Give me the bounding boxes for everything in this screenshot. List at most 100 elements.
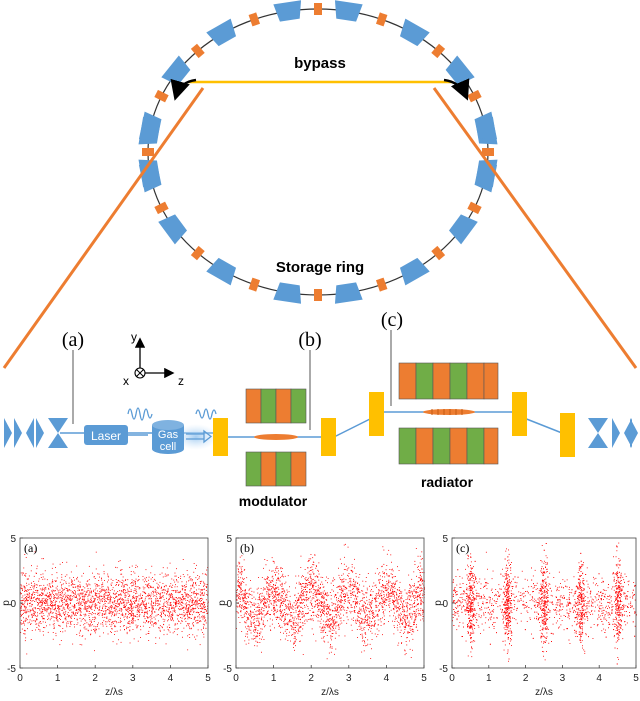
projection-line-right <box>432 87 638 369</box>
panel-label: (a) <box>24 541 37 555</box>
callout-label-c: (c) <box>381 309 403 331</box>
laser-pulse-icon <box>195 408 217 420</box>
axis-label-y: y <box>131 330 137 344</box>
ring-dipole-magnet <box>273 282 302 304</box>
storage-ring-label: Storage ring <box>276 259 364 276</box>
x-tick-label: 5 <box>421 673 427 684</box>
x-tick-label: 2 <box>523 673 529 684</box>
panel-label: (b) <box>240 541 254 555</box>
ring-corrector-magnet <box>248 277 261 292</box>
x-tick-label: 1 <box>55 673 61 684</box>
axis-label-x: x <box>123 374 129 388</box>
dipole-magnet <box>369 392 384 436</box>
dipole-magnet <box>321 418 336 456</box>
callout-label-a: (a) <box>62 329 84 351</box>
laser-box <box>84 425 128 445</box>
x-tick-label: 0 <box>233 673 239 684</box>
bypass-arrow-right <box>443 78 470 101</box>
ring-dipole-magnet <box>334 282 363 304</box>
x-tick-label: 5 <box>205 673 211 684</box>
ring-dipole-magnet <box>158 214 187 245</box>
x-tick-label: 4 <box>168 673 174 684</box>
laser-label: Laser <box>91 429 121 443</box>
ring-dipole-magnet <box>161 55 191 86</box>
x-tick-label: 3 <box>130 673 136 684</box>
x-tick-label: 1 <box>486 673 492 684</box>
electron-bunch <box>254 434 298 440</box>
projection-line-left <box>2 87 205 369</box>
y-axis-label: p <box>1 600 12 606</box>
modulator-label: modulator <box>239 493 308 509</box>
x-axis-label: z/λs <box>105 687 123 698</box>
dipole-magnet <box>512 392 527 436</box>
storage-ring <box>138 0 498 304</box>
ring-dipole-magnet <box>206 18 237 47</box>
ring-corrector-magnet <box>431 43 446 59</box>
magnet-triangle <box>630 418 638 448</box>
ring-dipole-magnet <box>449 214 478 245</box>
y-tick-label: -5 <box>439 664 448 675</box>
right-magnet-array <box>588 418 638 448</box>
radiator-undulator <box>398 362 499 465</box>
x-tick-label: 2 <box>308 673 314 684</box>
beam-pipe-segment <box>333 417 373 438</box>
ring-dipole-magnet <box>273 0 302 22</box>
ring-corrector-magnet <box>190 245 205 261</box>
ring-corrector-magnet <box>467 89 482 103</box>
y-tick-label: 5 <box>226 534 232 545</box>
ring-dipole-magnet <box>474 111 498 140</box>
dipole-magnet <box>560 413 575 457</box>
x-tick-label: 4 <box>596 673 602 684</box>
ring-corrector-magnet <box>314 289 322 301</box>
laser-glow <box>174 424 218 450</box>
x-tick-label: 5 <box>633 673 639 684</box>
magnet-triangle <box>612 418 620 448</box>
axis-label-z: z <box>178 374 184 388</box>
x-tick-label: 3 <box>346 673 352 684</box>
ring-corrector-magnet <box>142 148 154 156</box>
magnet-triangle <box>36 418 44 448</box>
magnet-triangle <box>48 418 68 448</box>
cell-label: cell <box>160 441 177 453</box>
ring-dipole-magnet <box>334 0 363 22</box>
modulator-undulator <box>245 388 307 487</box>
ring-dipole-magnet <box>138 111 162 140</box>
ring-corrector-magnet <box>375 277 388 292</box>
ring-corrector-magnet <box>154 89 169 103</box>
dipole-magnet <box>213 418 228 456</box>
y-tick-label: 0 <box>226 599 232 610</box>
x-tick-label: 0 <box>449 673 455 684</box>
plot-frame <box>19 537 209 669</box>
ring-dipole-magnet <box>399 257 430 286</box>
beamline-layout: (a) (b) (c) y x z Laser Gas cell <box>4 309 638 509</box>
radiator-label: radiator <box>421 474 474 490</box>
ring-dipole-magnet <box>399 18 430 47</box>
x-tick-label: 4 <box>384 673 390 684</box>
y-tick-label: 0 <box>442 599 448 610</box>
ring-corrector-magnet <box>248 12 261 27</box>
gas-label: Gas <box>158 429 179 441</box>
magnet-triangle <box>4 418 12 448</box>
ring-magnets <box>138 0 498 304</box>
magnet-triangle <box>14 418 22 448</box>
y-tick-label: 5 <box>442 534 448 545</box>
beam-pipe-segment <box>523 417 563 434</box>
ring-corrector-magnet <box>190 43 205 59</box>
x-axis-label: z/λs <box>321 687 339 698</box>
ring-dipole-magnet <box>474 164 498 193</box>
ring-corrector-magnet <box>467 201 482 215</box>
x-axis-label: z/λs <box>535 687 553 698</box>
left-magnet-array <box>4 418 68 448</box>
bypass-label: bypass <box>294 55 346 72</box>
callout-label-b: (b) <box>298 329 321 351</box>
ring-corrector-magnet <box>154 201 169 215</box>
magnet-triangle <box>26 418 34 448</box>
ring-dipole-magnet <box>445 55 475 86</box>
y-tick-label: -5 <box>7 664 16 675</box>
ring-corrector-magnet <box>375 12 388 27</box>
y-tick-label: 0 <box>10 599 16 610</box>
